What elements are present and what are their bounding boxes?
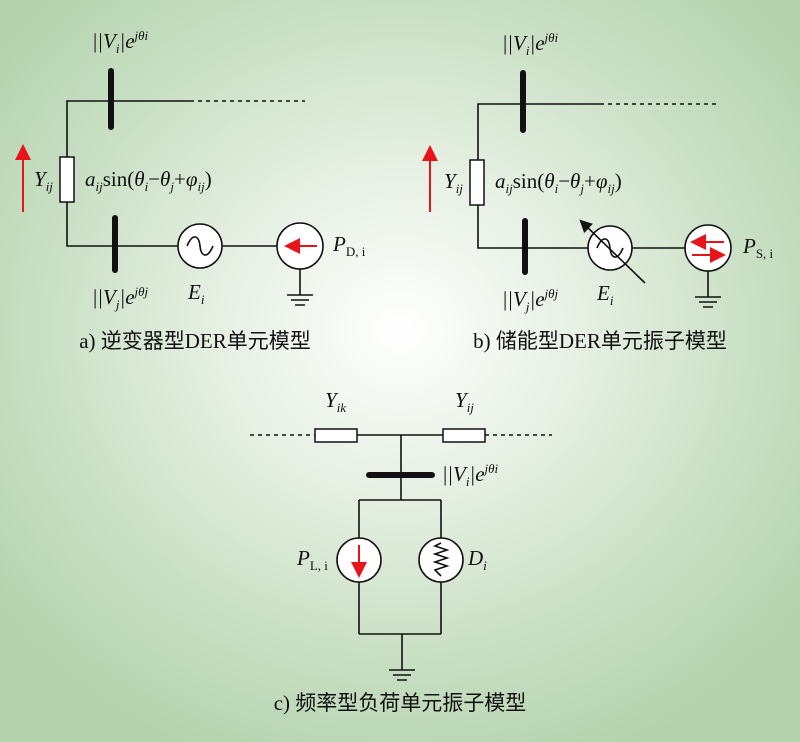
source-label: Ei xyxy=(187,280,205,307)
admittance-label: Yij xyxy=(34,167,53,194)
admittance-resistor xyxy=(59,156,75,203)
panel-c: Yik Yij ||Vi|ejθi PL, i Di c) 频率型负荷单元振子模… xyxy=(250,388,552,715)
admittance-resistor xyxy=(469,159,485,206)
wires xyxy=(66,100,301,295)
storage-source-icon xyxy=(684,224,732,272)
bus-j-label: ||Vj|ejθj xyxy=(93,284,149,312)
power-flow-label: aijsin(θi−θj+φij) xyxy=(495,169,622,196)
power-label: PS, i xyxy=(742,234,774,261)
variable-arrow-icon xyxy=(579,219,646,284)
damping-label: Di xyxy=(467,546,487,573)
caption-a: a) 逆变器型DER单元模型 xyxy=(79,329,311,353)
wires xyxy=(477,103,709,297)
caption-c: c) 频率型负荷单元振子模型 xyxy=(274,691,527,715)
load-label: PL, i xyxy=(296,546,328,573)
panel-b: ||Vi|ejθi ||Vj|ejθj Yij aijsin(θi−θj+φij… xyxy=(422,30,774,353)
power-flow-label: aijsin(θi−θj+φij) xyxy=(85,167,212,194)
ground-icon xyxy=(287,294,313,306)
bus-i-label: ||Vi|ejθi xyxy=(503,30,559,58)
bus-i-label: ||Vi|ejθi xyxy=(443,461,499,489)
source-label: Ei xyxy=(596,281,614,308)
y-ik-label: Yik xyxy=(325,388,346,415)
admittance-ij-resistor xyxy=(442,428,486,443)
panel-a: ||Vi|ejθi ||Vj|ejθj Yij aijsin(θi−θj+φij… xyxy=(15,28,366,353)
bus-i-label: ||Vi|ejθi xyxy=(93,28,149,56)
ground-icon xyxy=(695,296,721,308)
sine-wave-icon xyxy=(186,236,214,256)
ground-icon xyxy=(389,669,415,681)
wires xyxy=(357,434,443,670)
caption-b: b) 储能型DER单元振子模型 xyxy=(473,329,727,353)
zigzag-resistor-icon xyxy=(432,542,450,577)
admittance-label: Yij xyxy=(444,169,463,196)
bus-j-label: ||Vj|ejθj xyxy=(503,286,559,314)
power-label: PD, i xyxy=(332,232,366,259)
admittance-ik-resistor xyxy=(314,428,358,443)
y-ij-label: Yij xyxy=(455,388,474,415)
